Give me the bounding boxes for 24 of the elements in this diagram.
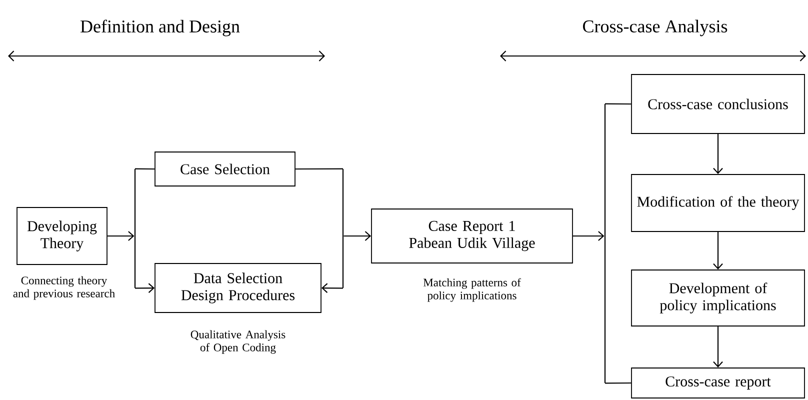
arrow (713, 134, 723, 174)
process-box: Data Selection Design Procedures (154, 263, 322, 313)
section-heading: Definition and Design (80, 20, 240, 36)
process-box: Development of policy implications (631, 270, 805, 326)
process-box: Developing Theory (16, 207, 108, 265)
section-heading: Cross-case Analysis (583, 20, 728, 36)
process-box: Cross-case conclusions (631, 74, 805, 134)
arrow (572, 231, 604, 241)
arrow (344, 231, 372, 241)
connector-bar (604, 104, 606, 383)
arrow (321, 283, 344, 293)
node-caption: Qualitative Analysis of Open Coding (190, 330, 286, 354)
connector-bar (134, 169, 136, 288)
process-box: Case Selection (154, 152, 296, 186)
arrow (107, 231, 134, 241)
node-caption: Matching patterns of policy implications (423, 278, 521, 302)
arrow (713, 232, 723, 270)
connector-bar (342, 169, 344, 288)
node-caption: Connecting theory and previous research (13, 276, 115, 300)
process-box: Case Report 1 Pabean Udik Village (371, 208, 573, 264)
process-box: Cross-case report (631, 368, 805, 398)
arrow (713, 326, 723, 368)
process-box: Modification of the theory (631, 174, 805, 232)
arrow (135, 283, 155, 293)
